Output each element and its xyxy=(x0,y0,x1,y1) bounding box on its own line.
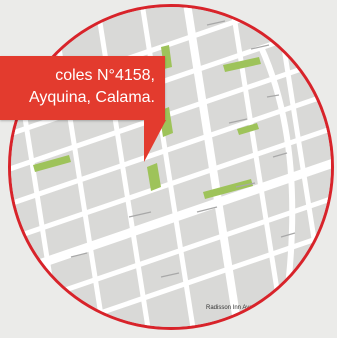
street xyxy=(95,7,151,327)
park xyxy=(203,179,253,199)
label-mark xyxy=(160,272,180,278)
label-mark xyxy=(206,20,226,26)
park xyxy=(33,155,71,172)
callout-pointer xyxy=(144,120,166,162)
area-label: Radisson Inn Ayquina xyxy=(206,305,265,311)
street xyxy=(11,56,331,172)
park xyxy=(237,123,259,135)
label-mark xyxy=(250,44,270,50)
label-mark xyxy=(196,206,218,213)
map-view[interactable]: Radisson Inn Ayquina xyxy=(8,4,334,330)
label-mark xyxy=(235,182,256,188)
label-mark xyxy=(280,232,296,238)
street xyxy=(140,7,196,327)
street xyxy=(11,12,61,327)
label-mark xyxy=(128,211,152,218)
park xyxy=(223,57,261,72)
label-mark xyxy=(228,118,248,124)
street-map: Radisson Inn Ayquina xyxy=(11,7,331,327)
label-mark xyxy=(272,152,288,158)
street xyxy=(11,126,331,242)
street-name-marks xyxy=(70,20,296,278)
label-mark xyxy=(70,252,88,258)
street xyxy=(275,7,331,327)
address-callout: coles N°4158, Ayquina, Calama. xyxy=(0,56,165,120)
street xyxy=(230,7,286,327)
cross-avenue xyxy=(183,7,242,327)
streets xyxy=(11,7,331,327)
address-line-1: coles N°4158, xyxy=(55,67,155,84)
curved-road xyxy=(258,45,296,327)
street xyxy=(50,7,106,327)
address-line-2: Ayquina, Calama. xyxy=(29,89,155,106)
label-mark xyxy=(266,94,280,98)
park xyxy=(147,163,161,191)
